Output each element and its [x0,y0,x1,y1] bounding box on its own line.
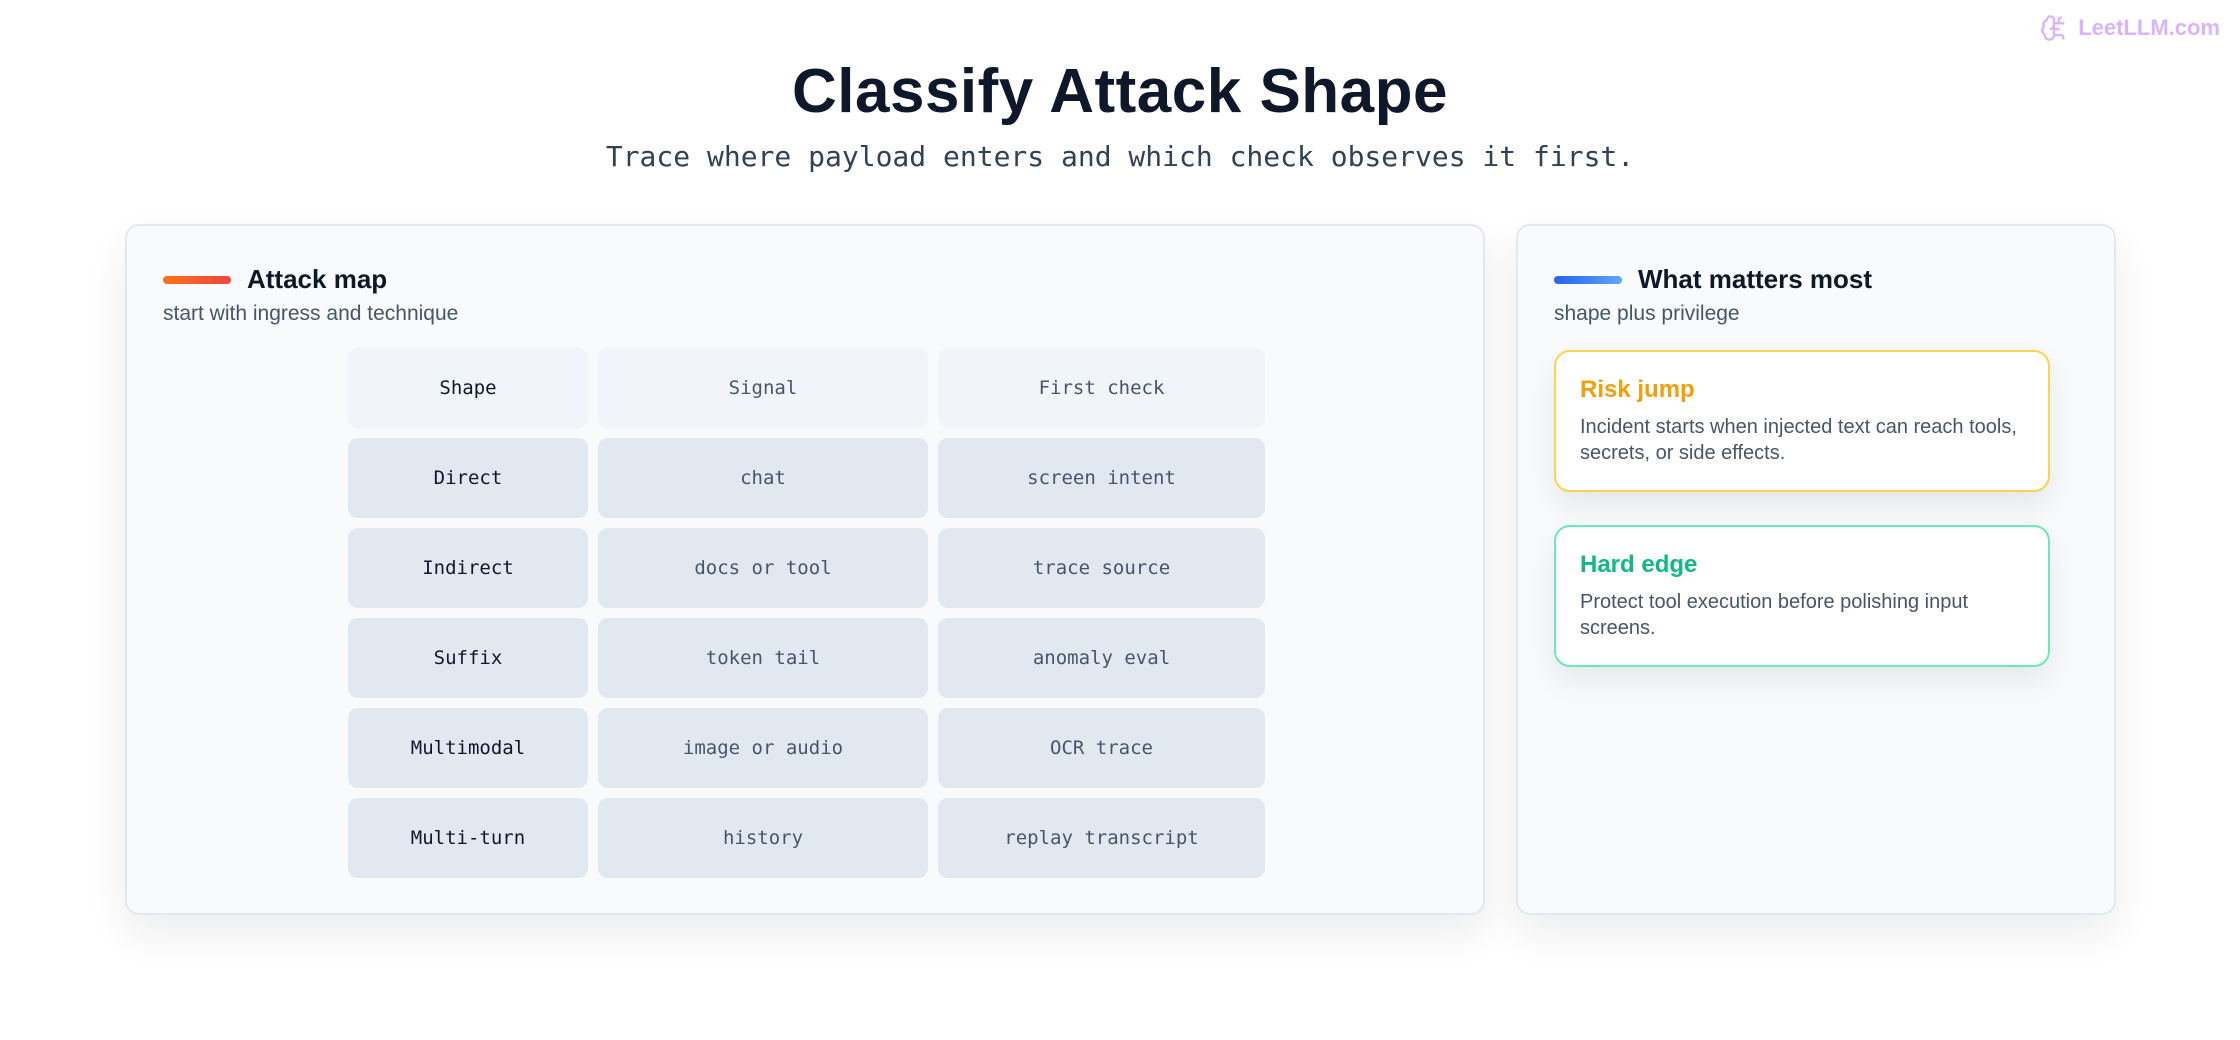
column-header-signal: Signal [598,348,928,428]
column-header-shape: Shape [348,348,588,428]
note-risk-jump: Risk jump Incident starts when injected … [1554,350,2050,492]
what-matters-subtitle: shape plus privilege [1554,302,1740,325]
first-check-cell: anomaly eval [938,618,1265,698]
signal-cell: chat [598,438,928,518]
brand-name: LeetLLM.com [2078,15,2220,40]
column-header-first-check: First check [938,348,1265,428]
note-text: Incident starts when injected text can r… [1580,416,2017,464]
shape-cell: Multi-turn [348,798,588,878]
note-title: Hard edge [1580,551,1698,578]
shape-cell: Suffix [348,618,588,698]
attack-map-title: Attack map [247,264,388,294]
first-check-cell: replay transcript [938,798,1265,878]
first-check-cell: OCR trace [938,708,1265,788]
attack-map-card: Attack map start with ingress and techni… [125,224,1485,915]
page-title: Classify Attack Shape [791,57,1449,126]
signal-cell: history [598,798,928,878]
what-matters-accent-bar [1554,275,1622,284]
shape-cell: Direct [348,438,588,518]
brand-logo: LeetLLM.com [2040,14,2220,42]
signal-cell: token tail [598,618,928,698]
brain-icon [2041,15,2065,41]
signal-cell: docs or tool [598,528,928,608]
signal-cell: image or audio [598,708,928,788]
note-hard-edge: Hard edge Protect tool execution before … [1554,525,2050,667]
shape-cell: Multimodal [348,708,588,788]
note-title: Risk jump [1580,376,1695,403]
what-matters-header: What matters most [1554,264,1872,295]
attack-map-accent-bar [163,275,231,284]
page-subtitle: Trace where payload enters and which che… [605,140,1635,173]
shape-cell: Indirect [348,528,588,608]
what-matters-card: What matters most shape plus privilege R… [1516,224,2116,915]
what-matters-title: What matters most [1638,264,1873,294]
first-check-cell: trace source [938,528,1265,608]
attack-map-table: Shape Signal First check Direct chat scr… [348,348,1265,878]
note-text: Protect tool execution before polishing … [1580,591,1969,639]
first-check-cell: screen intent [938,438,1265,518]
attack-map-header: Attack map [163,264,387,295]
attack-map-subtitle: start with ingress and technique [163,302,459,325]
